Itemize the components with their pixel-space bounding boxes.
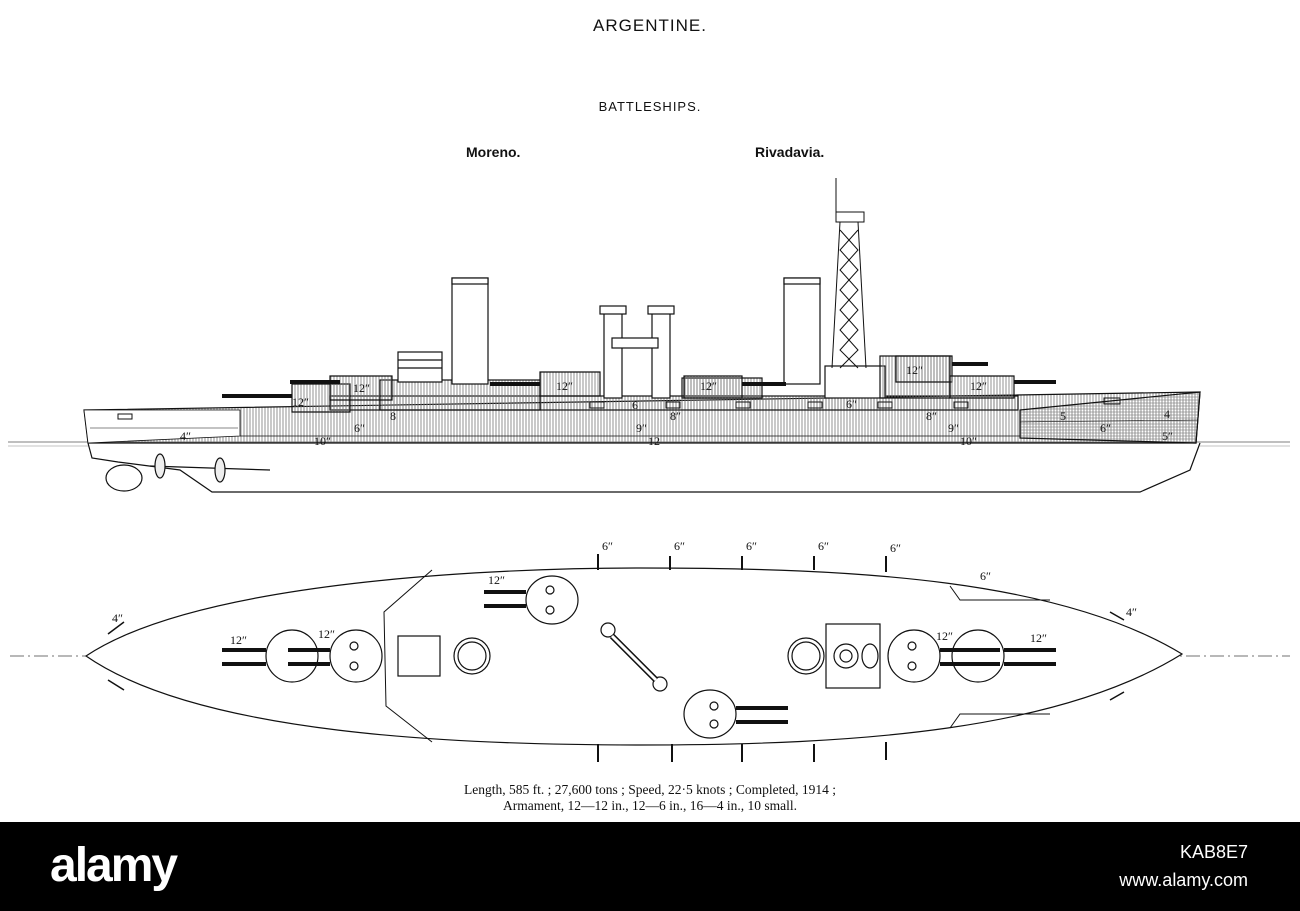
casemate-ports — [117, 397, 1121, 420]
label-armour: 6 — [632, 398, 638, 412]
label-armour: 5 — [1060, 409, 1066, 423]
hull-lower — [87, 442, 1201, 493]
plan-armour-labels: 6″ 6″ 6″ 6″ 6″ 6″ 4″ 4″ 12″ 12″ 12″ 12″ … — [112, 539, 1137, 647]
label-armour: 10″ — [314, 434, 331, 448]
funnel-aft — [783, 277, 821, 385]
crane-plan — [600, 622, 668, 692]
label-battery: 6″ — [602, 539, 613, 553]
sponsons-top — [597, 554, 887, 572]
label-armour: 8″ — [926, 409, 937, 423]
caption-line-1: Length, 585 ft. ; 27,600 tons ; Speed, 2… — [464, 782, 836, 797]
label-turret: 12″ — [906, 363, 923, 377]
label-armour: 12 — [648, 434, 660, 448]
crane-post-2 — [651, 307, 671, 399]
label-turret-plan: 12″ — [488, 573, 505, 587]
gun-barrels-side — [222, 362, 1056, 398]
lattice-mast — [831, 178, 867, 369]
label-stern: 4″ — [1126, 605, 1137, 619]
label-armour: 6″ — [1100, 421, 1111, 435]
profile-armour-labels: 12″ 12″ 12″ 12″ 12″ 12″ 4″ 10″ 6″ 8 9″ 1… — [180, 363, 1173, 448]
label-battery: 6″ — [890, 541, 901, 555]
label-turret-plan: 12″ — [1030, 631, 1047, 645]
label-armour: 6″ — [846, 397, 857, 411]
deckhouse — [397, 351, 443, 383]
turrets-side — [291, 355, 1015, 413]
label-turret: 12″ — [556, 379, 573, 393]
ship-name-moreno: Moreno. — [466, 144, 521, 160]
label-turret-plan: 12″ — [230, 633, 247, 647]
label-battery: 6″ — [980, 569, 991, 583]
specifications-caption: Length, 585 ft. ; 27,600 tons ; Speed, 2… — [0, 782, 1300, 814]
label-armour: 6″ — [354, 421, 365, 435]
label-battery: 6″ — [818, 539, 829, 553]
drawing-plate: ARGENTINE. BATTLESHIPS. Moreno. Rivadavi… — [0, 16, 1300, 814]
ship-drawing: 12″ 12″ 12″ 12″ 12″ 12″ 4″ 10″ 6″ 8 9″ 1… — [8, 178, 1290, 762]
label-armour: 9″ — [948, 421, 959, 435]
crane-post-1 — [603, 307, 623, 399]
turrets-plan — [265, 575, 1005, 739]
label-armour: 10″ — [960, 434, 977, 448]
caption-line-2: Armament, 12—12 in., 12—6 in., 16—4 in.,… — [503, 798, 797, 813]
label-turret: 12″ — [292, 395, 309, 409]
watermark-band — [0, 822, 1300, 911]
label-armour: 4″ — [180, 429, 191, 443]
label-bow: 4″ — [112, 611, 123, 625]
plan-view — [10, 554, 1290, 762]
label-turret: 12″ — [970, 379, 987, 393]
label-turret: 12″ — [353, 381, 370, 395]
label-armour: 8″ — [670, 409, 681, 423]
funnel-plan-aft — [787, 637, 825, 675]
propellers — [149, 453, 271, 483]
funnel-forward — [451, 277, 489, 385]
sponsons-bottom — [597, 742, 887, 762]
country-heading: ARGENTINE. — [593, 16, 707, 35]
label-armour: 5″ — [1162, 429, 1173, 443]
rudder — [105, 464, 143, 492]
label-battery: 6″ — [674, 539, 685, 553]
brand-logo: alamy — [50, 839, 178, 892]
section-heading: BATTLESHIPS. — [598, 99, 702, 114]
mast-base-plan — [825, 623, 881, 689]
label-armour: 4 — [1164, 407, 1170, 421]
label-armour: 8 — [390, 409, 396, 423]
label-turret: 12″ — [700, 379, 717, 393]
label-turret-plan: 12″ — [936, 629, 953, 643]
funnel-plan-forward — [453, 637, 491, 675]
label-turret-plan: 12″ — [318, 627, 335, 641]
label-battery: 6″ — [746, 539, 757, 553]
side-profile — [8, 178, 1290, 493]
gun-barrels-plan — [222, 590, 1056, 724]
deckhouse-plan — [397, 635, 441, 677]
site-url: www.alamy.com — [1119, 870, 1248, 890]
image-id: KAB8E7 — [1179, 842, 1248, 862]
ship-name-rivadavia: Rivadavia. — [755, 144, 825, 160]
label-armour: 9″ — [636, 421, 647, 435]
